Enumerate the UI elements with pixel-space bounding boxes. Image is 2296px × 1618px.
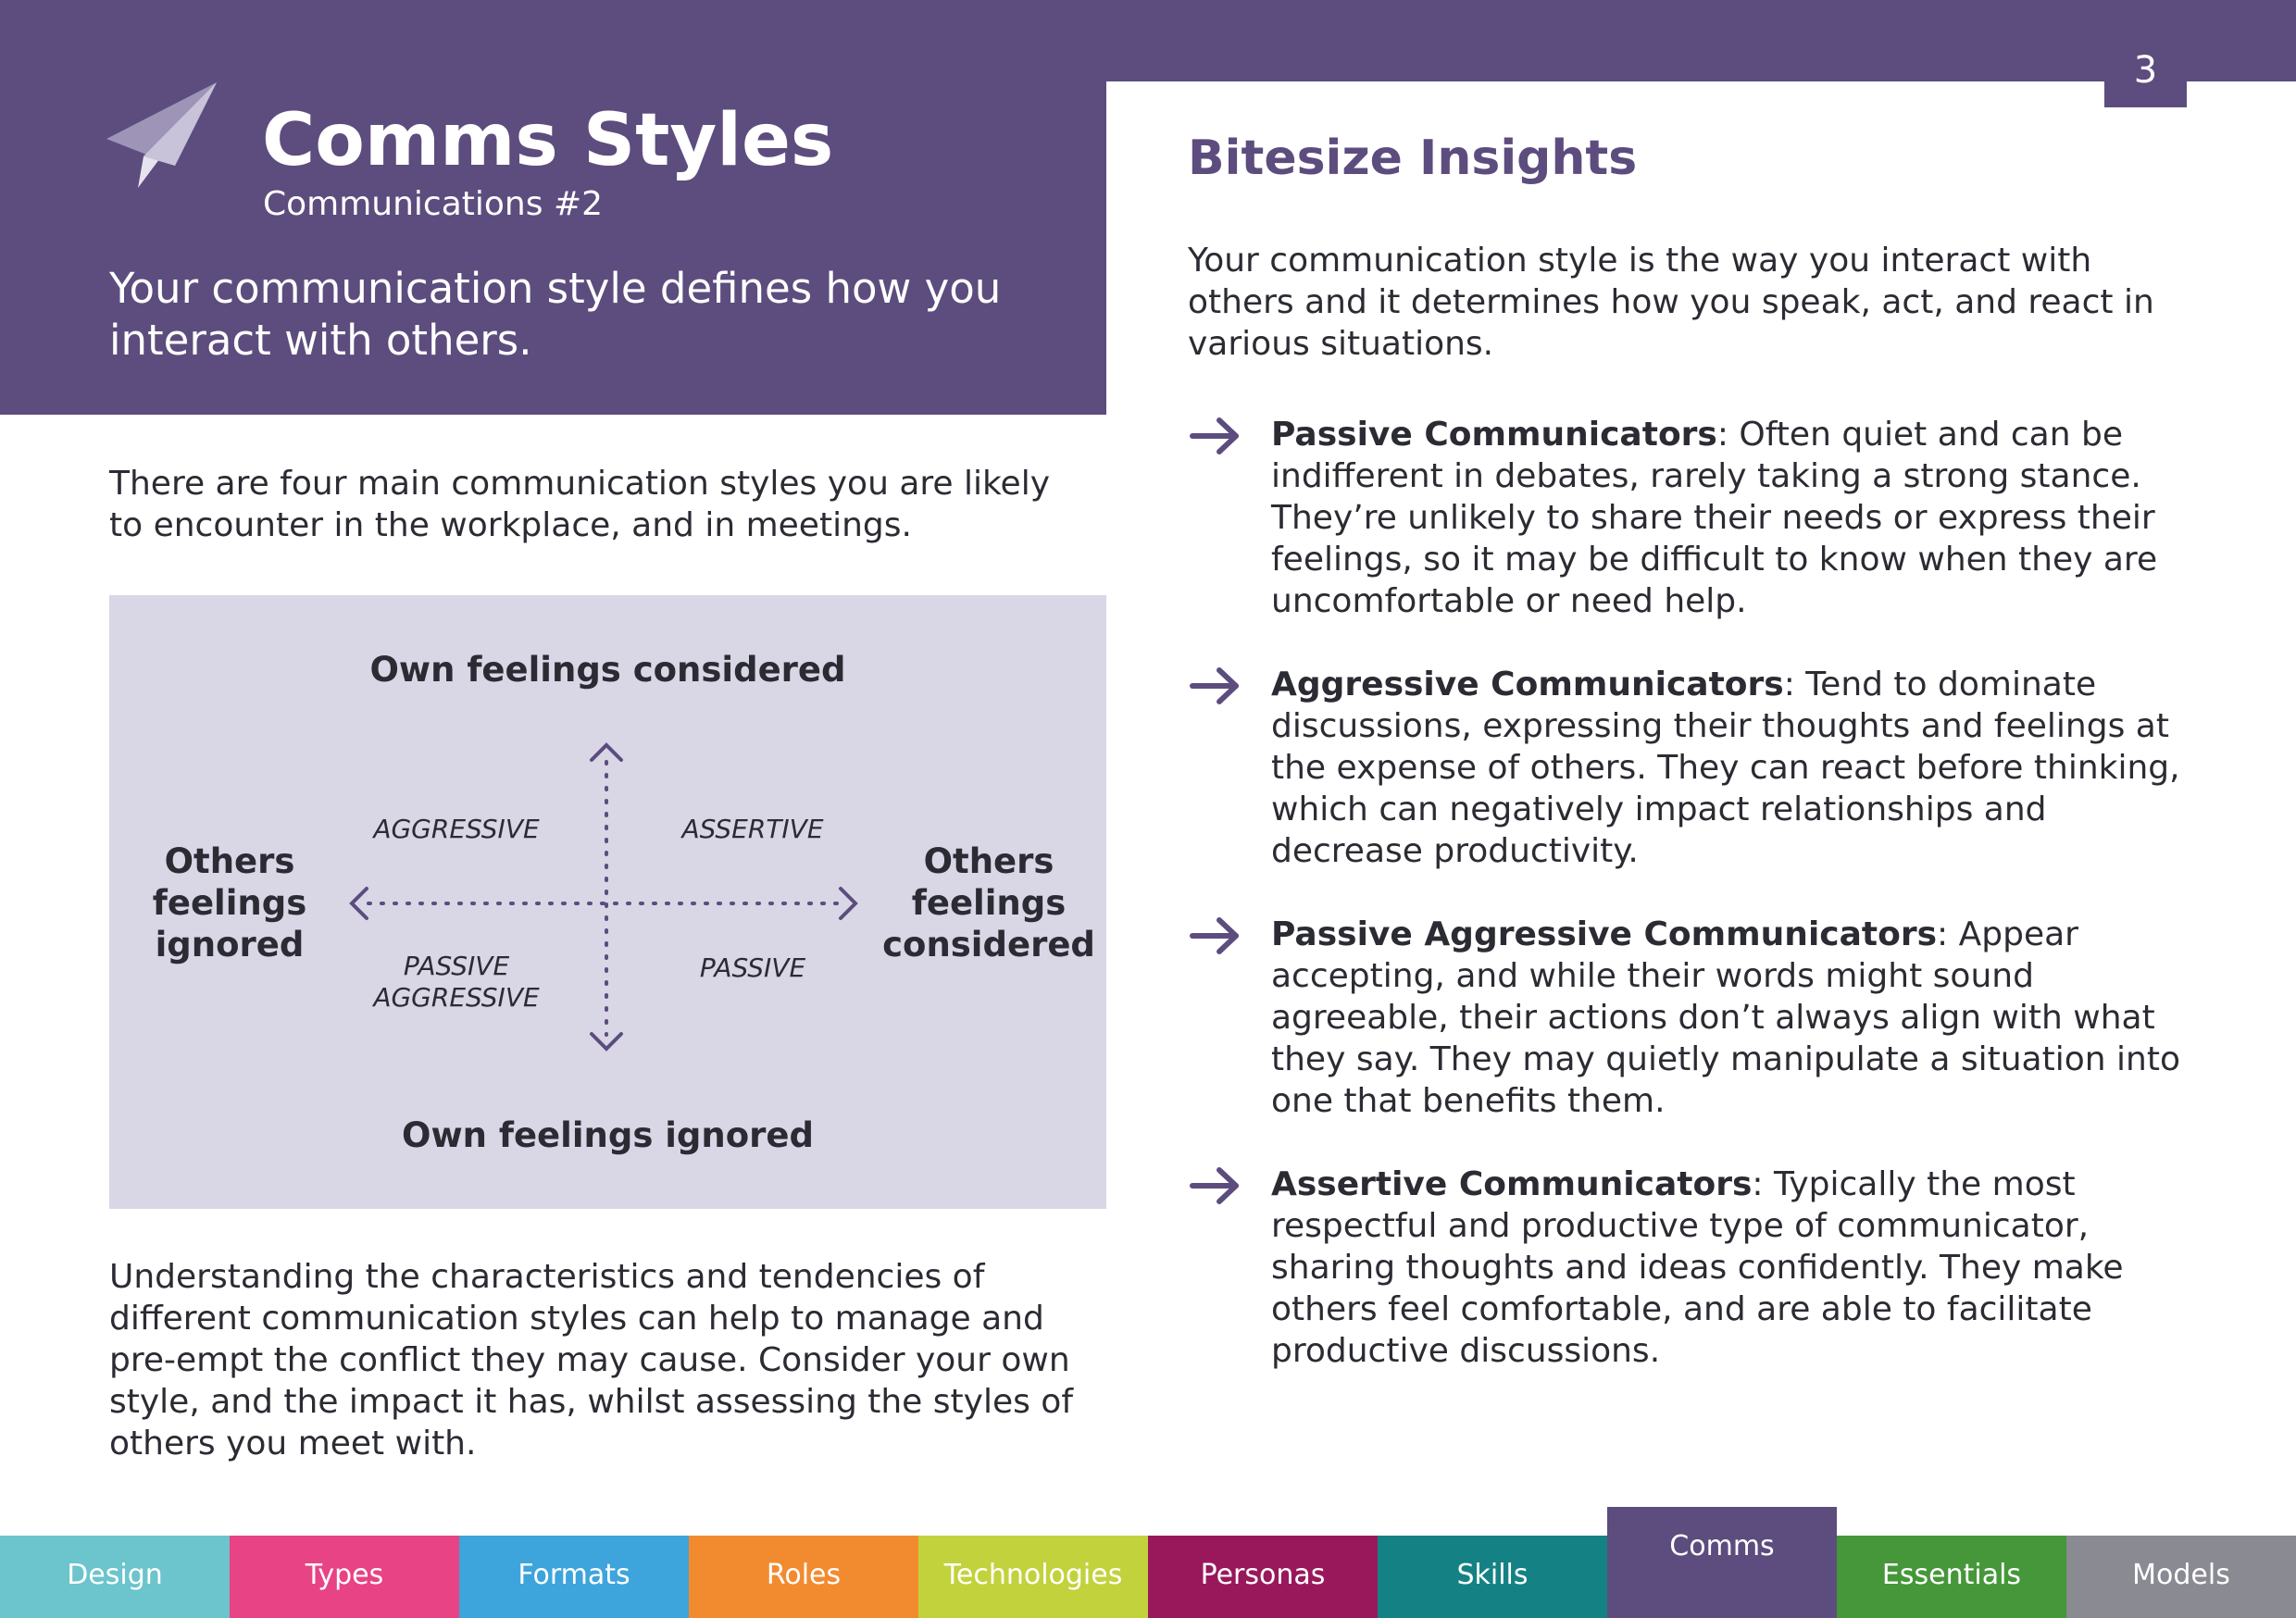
quadrant-passive-aggressive: PASSIVE AGGRESSIVE [373,951,540,1013]
page-number: 3 [2133,49,2158,92]
nav-tab-design[interactable]: Design [0,1536,230,1618]
insights-heading: Bitesize Insights [1188,131,1638,186]
arrow-up-icon [590,742,623,762]
quadrant-aggressive: AGGRESSIVE [373,814,540,844]
page-title: Comms Styles [262,99,834,182]
arrow-right-icon [839,887,858,920]
insight-term: Aggressive Communicators [1271,666,1784,703]
axis-label-left: Others feelings ignored [152,841,307,965]
page-subtitle: Communications #2 [263,185,604,223]
nav-tab-essentials[interactable]: Essentials [1837,1536,2066,1618]
insight-term: Passive Communicators [1271,416,1717,454]
nav-tab-technologies[interactable]: Technologies [918,1536,1148,1618]
paper-plane-icon [106,82,217,188]
insight-term: Assertive Communicators [1271,1165,1753,1203]
page-lead: Your communication style defines how you… [109,264,1002,365]
nav-tab-comms[interactable]: Comms [1607,1507,1837,1618]
quadrant-assertive: ASSERTIVE [681,814,824,844]
nav-tab-skills[interactable]: Skills [1378,1536,1607,1618]
insight-description: : Appear accepting, and while their word… [1271,915,2180,1120]
insight-description: : Typically the most respectful and prod… [1271,1165,2124,1370]
insight-description: : Tend to dominate discussions, expressi… [1271,666,2180,870]
insight-term: Passive Aggressive Communicators [1271,915,1938,953]
arrow-down-icon [590,1032,623,1052]
arrow-right-icon [1190,667,1239,704]
nav-tab-formats[interactable]: Formats [459,1536,689,1618]
arrow-right-icon [1190,917,1239,954]
arrow-right-icon [1190,1167,1239,1204]
outro-paragraph: Understanding the characteristics and te… [109,1258,1073,1462]
section-nav: Design Types Formats Roles Technologies … [0,1507,2296,1618]
axis-label-right: Others feelings considered [882,841,1095,965]
page-number-tab [2104,76,2187,107]
nav-tab-types[interactable]: Types [230,1536,459,1618]
arrow-left-icon [349,887,368,920]
diagram-axes [349,742,858,1052]
intro-paragraph: There are four main communication styles… [109,465,1051,544]
title-panel [0,0,1106,415]
axis-label-top: Own feelings considered [369,650,846,690]
styles-diagram: Own feelings considered Own feelings ign… [109,595,1106,1209]
quadrant-passive: PASSIVE [699,952,806,983]
insight-description: : Often quiet and can be indifferent in … [1271,416,2158,620]
arrow-right-icon [1190,417,1239,454]
insights-intro: Your communication style is the way you … [1188,242,2154,363]
nav-tab-personas[interactable]: Personas [1148,1536,1378,1618]
nav-tab-models[interactable]: Models [2066,1536,2296,1618]
axis-label-bottom: Own feelings ignored [402,1115,814,1155]
nav-tab-roles[interactable]: Roles [689,1536,918,1618]
